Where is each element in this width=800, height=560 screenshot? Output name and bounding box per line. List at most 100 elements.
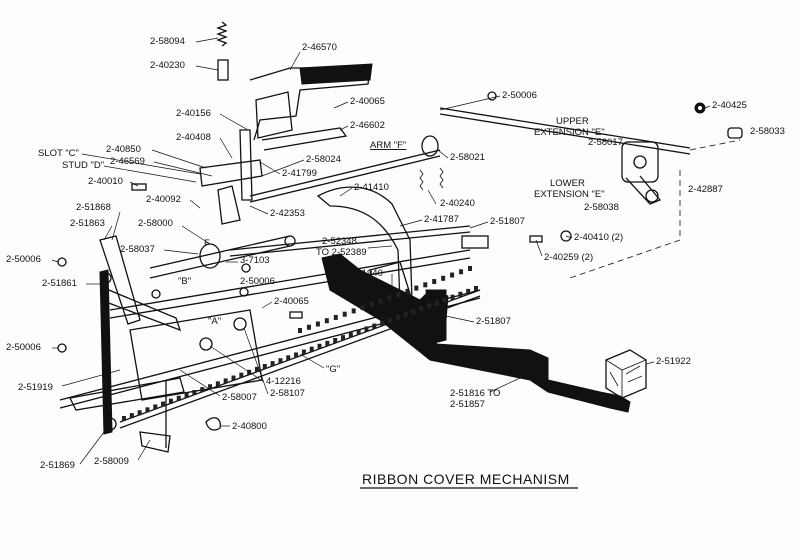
callout-arm-f: ARM "F" [370,140,406,151]
rack-tooth [306,324,311,330]
diagram-title: RIBBON COVER MECHANISM [362,471,570,487]
callout-2-51816: 2-51816 TO 2-51857 [450,388,503,410]
rack-tooth [360,305,365,311]
rack-tooth [317,343,322,349]
rack-tooth [466,288,471,294]
callout-2-46602: 2-46602 [350,120,385,131]
callout-2-58007: 2-58007 [222,392,257,403]
rack-teeth-upper [298,266,472,333]
callout-2-51940: 2-51940 [348,268,383,279]
rack-tooth [369,301,374,307]
callout-2-51861: 2-51861 [42,278,77,289]
rack-tooth [168,398,173,404]
rack-tooth [450,294,455,300]
rack-tooth [231,375,236,381]
callout-3-7103: 3-7103 [240,255,270,266]
mechanism-linework [57,21,743,453]
callout-2-58021: 2-58021 [450,152,485,163]
callout-2-41410: 2-41410 [354,182,389,193]
callout-2-51868: 2-51868 [76,202,111,213]
callout-2-51807: 2-51807 [490,216,525,227]
callout-2-40259: 2-40259 (2) [544,252,593,263]
callout-lower-extension: LOWER EXTENSION "E" [534,178,605,200]
callout-2-58038: 2-58038 [584,202,619,213]
rack-tooth [278,358,283,364]
callout-2-40850: 2-40850 [106,144,141,155]
rack-tooth [432,279,437,285]
callout-2-58000: 2-58000 [138,218,173,229]
callout-upper-extension: UPPER EXTENSION "E" [534,116,605,138]
callout-labels: 2-58094 2-46570 2-40230 2-50006 2-40425 … [6,36,785,471]
lever-range-line2: 2-51857 [450,399,485,410]
rack-tooth [405,288,410,294]
rack-tooth [137,410,142,416]
lower-extension-line2: EXTENSION "E" [534,189,605,200]
rack-tooth [427,303,432,309]
callout-2-58094: 2-58094 [150,36,185,47]
callout-a: "A" [208,316,221,327]
callout-2-40425: 2-40425 [712,100,747,111]
rack-tooth [208,384,213,390]
rack-tooth [468,266,472,271]
rack-tooth [378,298,383,304]
rack-tooth [254,366,259,372]
rack-tooth [442,297,447,303]
rack-tooth [192,390,197,395]
rack-tooth [411,309,416,315]
callout-2-40240: 2-40240 [440,198,475,209]
callout-2-42887: 2-42887 [688,184,723,195]
callout-2-51919: 2-51919 [18,382,53,393]
callout-2-50006: 2-50006 [502,90,537,101]
rack-tooth [395,314,400,320]
callout-rack-g: "G" [326,364,340,375]
rack-tooth [474,286,478,291]
rack-tooth [403,312,408,317]
callout-2-41787: 2-41787 [424,214,459,225]
rack-tooth [364,326,369,332]
rack-tooth [419,306,424,312]
rack-tooth [450,272,455,278]
rack-tooth [333,314,338,320]
rack-tooth [309,346,314,352]
callout-2-40230: 2-40230 [150,60,185,71]
rack-tooth [129,413,134,419]
rack-tooth [387,295,392,301]
callout-2-40156: 2-40156 [176,108,211,119]
callout-2-40065: 2-40065 [350,96,385,107]
rack-tooth [145,407,150,413]
rack-tooth [298,328,302,333]
rack-tooth [315,321,320,327]
callout-2-46570: 2-46570 [302,42,337,53]
rack-tooth [372,323,377,329]
upper-extension-line1: UPPER [556,116,589,127]
callout-2-40010: 2-40010 [88,176,123,187]
rack-tooth [239,372,244,378]
rack-tooth [223,378,228,384]
rack-tooth [294,352,299,358]
rack-tooth [153,404,158,410]
range-line2: TO 2-52389 [316,247,367,258]
callout-2-50006-lower: 2-50006 [6,342,41,353]
callout-2-51863: 2-51863 [70,218,105,229]
lever-range-line1: 2-51816 TO [450,388,500,399]
rack-tooth [286,355,291,361]
callout-2-40092: 2-40092 [146,194,181,205]
leader-lines [51,37,711,465]
callout-2-58037: 2-58037 [120,244,155,255]
callout-2-41799: 2-41799 [282,168,317,179]
callout-2-58033: 2-58033 [750,126,785,137]
keytop-shading [609,365,643,387]
callout-2-52348: 2-52348 TO 2-52389 [316,236,367,258]
rack-tooth [176,395,181,401]
rack-tooth [341,335,346,341]
callout-4-12216: 4-12216 [266,376,301,387]
callout-f: F [204,238,210,249]
callout-b: "B" [178,276,191,287]
callout-2-50006-center: 2-50006 [240,276,275,287]
callout-2-42353: 2-42353 [270,208,305,219]
rack-tooth [441,275,446,281]
rack-tooth [458,291,463,297]
callout-2-40800: 2-40800 [232,421,267,432]
rack-tooth [161,401,166,407]
